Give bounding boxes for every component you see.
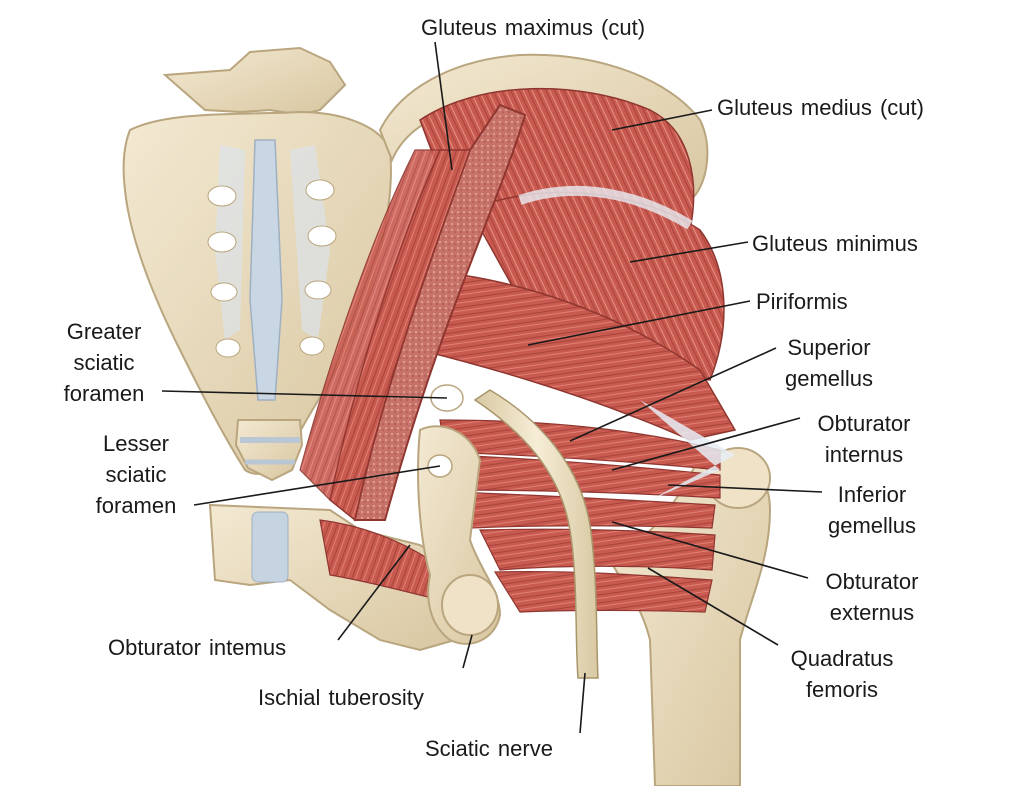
label-obturator-internus-right: Obturator internus xyxy=(817,411,911,467)
label-ischial-tuberosity: Ischial tuberosity xyxy=(258,685,424,710)
label-gluteus-maximus: Gluteus maximus (cut) xyxy=(421,15,646,40)
label-lesser-sciatic-foramen: Lesser sciatic foramen xyxy=(95,431,177,518)
label-greater-sciatic-foramen: Greater sciatic foramen xyxy=(63,319,145,406)
label-quadratus-femoris: Quadratus femoris xyxy=(790,646,894,702)
femur xyxy=(608,447,772,786)
ischium xyxy=(417,425,502,645)
label-obturator-externus: Obturator externus xyxy=(825,569,919,625)
label-piriformis: Piriformis xyxy=(756,289,848,314)
label-obturator-internus-left: Obturator intemus xyxy=(108,635,287,660)
leader-lines xyxy=(161,41,823,734)
sacrum xyxy=(122,46,392,482)
label-superior-gemellus: Superior gemellus xyxy=(784,335,874,391)
label-gluteus-minimus: Gluteus minimus xyxy=(752,231,918,256)
label-gluteus-medius: Gluteus medius (cut) xyxy=(717,95,924,120)
label-sciatic-nerve: Sciatic nerve xyxy=(425,736,553,761)
gluteus-maximus-cut xyxy=(299,103,527,522)
label-inferior-gemellus: Inferior gemellus xyxy=(827,482,917,538)
sciatic-nerve xyxy=(473,389,599,679)
